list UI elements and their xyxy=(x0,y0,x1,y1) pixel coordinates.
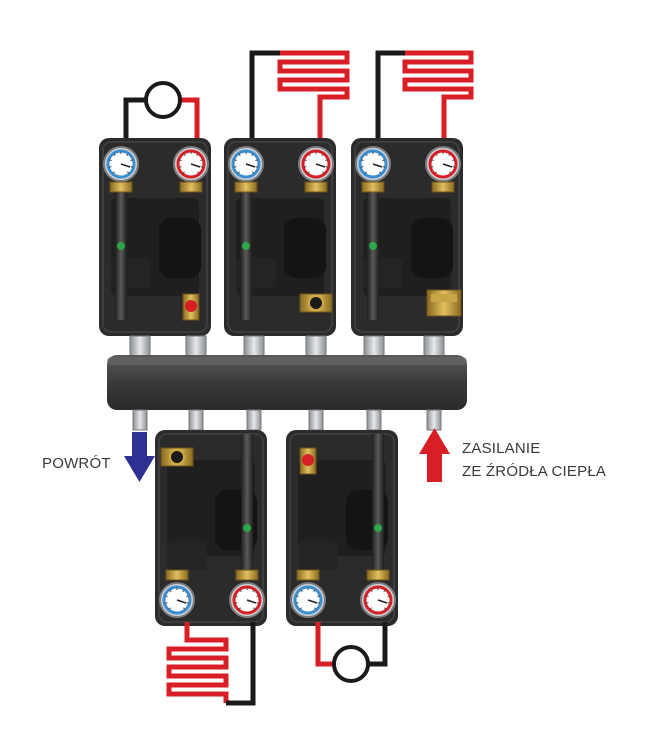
thermometer-gauge-icon xyxy=(360,582,396,618)
cold-pipe xyxy=(226,622,256,706)
return-label: POWRÓT xyxy=(42,455,111,472)
brass-fitting xyxy=(165,569,189,581)
manifold-connectors-top xyxy=(129,335,445,357)
pump-body xyxy=(159,218,201,278)
brass-fitting xyxy=(361,181,385,193)
manifold-body xyxy=(107,355,467,410)
return-pipe xyxy=(240,182,252,320)
chrome-connector xyxy=(129,335,151,357)
arrow-down-icon xyxy=(124,432,155,482)
brass-fitting xyxy=(235,569,259,581)
valve-handle xyxy=(185,300,197,312)
thermometer-gauge-icon xyxy=(298,146,334,182)
thermometer-gauge-icon xyxy=(355,146,391,182)
thermometer-gauge-icon xyxy=(228,146,264,182)
chrome-connector xyxy=(132,409,148,431)
chrome-connector xyxy=(423,335,445,357)
pump-group-top-3 xyxy=(351,138,463,336)
cold-pipe xyxy=(375,50,405,144)
radiator-icon xyxy=(332,645,370,683)
hot-pipe xyxy=(177,97,200,144)
chrome-connector xyxy=(243,335,265,357)
thermometer-gauge-icon xyxy=(290,582,326,618)
pump-group-bottom-1 xyxy=(155,430,267,626)
floor-heating-coil-icon xyxy=(277,50,350,144)
return-pipe xyxy=(367,182,379,320)
floor-heating-coil-icon xyxy=(402,50,474,144)
chrome-connector xyxy=(185,335,207,357)
chrome-connector xyxy=(246,409,262,431)
chrome-connector xyxy=(188,409,204,431)
brass-fitting xyxy=(109,181,133,193)
flow-indicator xyxy=(242,242,250,250)
thermometer-gauge-icon xyxy=(173,146,209,182)
thermometer-gauge-icon xyxy=(229,582,265,618)
flow-indicator xyxy=(117,242,125,250)
pump-group-top-2 xyxy=(224,138,336,336)
manifold xyxy=(107,335,467,431)
brass-fitting xyxy=(304,181,328,193)
arrow-up-icon xyxy=(419,428,450,482)
thermometer-gauge-icon xyxy=(103,146,139,182)
chrome-connector xyxy=(308,409,324,431)
hot-pipe xyxy=(315,622,335,667)
flow-indicator xyxy=(243,524,251,532)
brass-fitting xyxy=(296,569,320,581)
return-pipe xyxy=(115,182,127,320)
brass-fitting xyxy=(366,569,390,581)
bottom-pump-groups xyxy=(155,430,398,626)
thermometer-gauge-icon xyxy=(425,146,461,182)
brass-fitting xyxy=(179,181,203,193)
flow-indicator xyxy=(374,524,382,532)
top-circuit-2-floor-heating xyxy=(249,50,350,144)
cold-pipe xyxy=(123,97,150,144)
supply-label-line1: ZASILANIE xyxy=(462,440,541,457)
top-pump-groups xyxy=(99,138,463,336)
manifold-connectors-bottom xyxy=(132,409,442,431)
top-circuit-1-radiator xyxy=(123,81,200,144)
chrome-connector xyxy=(366,409,382,431)
pump-body xyxy=(411,218,453,278)
bottom-circuit-1-floor-heating xyxy=(166,622,256,706)
radiator-icon xyxy=(144,81,182,119)
mixing-valve-actuator xyxy=(426,289,462,317)
thermometer-gauge-icon xyxy=(159,582,195,618)
chrome-connector xyxy=(426,409,442,431)
brass-fitting xyxy=(234,181,258,193)
pump-group-top-1 xyxy=(99,138,211,336)
chrome-connector xyxy=(363,335,385,357)
chrome-connector xyxy=(305,335,327,357)
top-circuit-3-floor-heating xyxy=(375,50,474,144)
bottom-circuit-2-radiator xyxy=(315,622,388,683)
return-pipe xyxy=(241,434,253,580)
cold-pipe xyxy=(367,622,388,667)
valve-handle xyxy=(302,454,314,466)
valve-knob xyxy=(308,295,324,311)
brass-fitting xyxy=(431,181,455,193)
pump-group-bottom-2 xyxy=(286,430,398,626)
pump-body xyxy=(284,218,326,278)
return-pipe xyxy=(372,434,384,580)
supply-label-line2: ZE ŹRÓDŁA CIEPŁA xyxy=(462,463,607,480)
cold-pipe xyxy=(249,50,280,144)
flow-indicator xyxy=(369,242,377,250)
hot-pipe xyxy=(166,622,229,703)
valve-knob xyxy=(169,449,185,465)
